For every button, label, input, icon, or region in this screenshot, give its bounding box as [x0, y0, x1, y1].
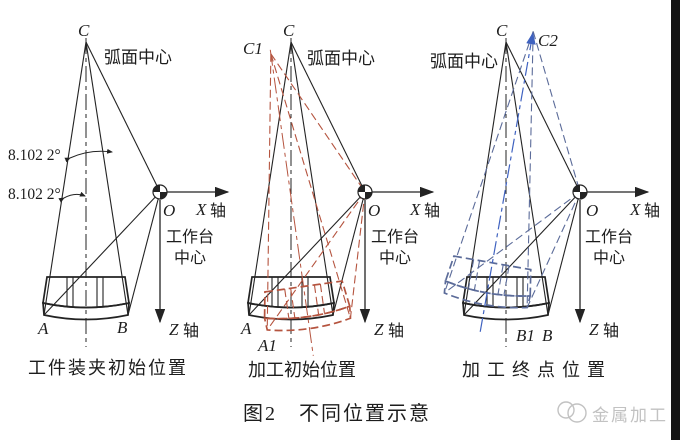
- rotated-structure-red: [227, 42, 384, 356]
- angle-arc-lower: [58, 191, 86, 203]
- apex-label: C: [283, 21, 295, 40]
- x-axis-letter: X: [195, 200, 207, 219]
- angle-label-upper: 8.102 2°: [8, 147, 61, 164]
- arc-center-label: 弧面中心: [104, 48, 172, 67]
- panel-caption: 加工初始位置: [248, 360, 356, 380]
- watermark-text: 金属加工: [592, 406, 668, 425]
- origin-label: O: [163, 201, 175, 220]
- workpiece-structure-solid: [247, 41, 366, 321]
- x-axis-word: 轴: [424, 202, 440, 220]
- centerline-ghost: [269, 49, 314, 356]
- point-b-label: B: [117, 318, 128, 337]
- figure-caption: 图2 不同位置示意: [243, 402, 431, 425]
- watermark: 金属加工: [557, 401, 668, 425]
- panel-clamping-initial: C 弧面中心 8.102 2° 8.102 2° O X 轴 工作台 中心 Z …: [8, 21, 228, 378]
- rotated-structure-blue: [441, 23, 607, 332]
- arc-center-label: 弧面中心: [430, 52, 498, 71]
- centerline-ghost-blue: [479, 32, 536, 332]
- x-axis-word: 轴: [644, 202, 660, 220]
- point-a-label: A: [37, 319, 49, 338]
- angle-label-lower: 8.102 2°: [8, 186, 61, 203]
- table-center-label-2: 中心: [174, 249, 206, 267]
- workpiece-structure-solid: [462, 41, 581, 321]
- z-axis-word: 轴: [603, 322, 619, 340]
- arc-center-label: 弧面中心: [307, 49, 375, 68]
- apex-label: C: [78, 21, 90, 40]
- right-edge-bar: [671, 0, 680, 440]
- panel-caption: 加工终点位置: [462, 360, 612, 380]
- z-axis-letter: Z: [374, 320, 384, 339]
- point-b-rotated-label: B1: [516, 326, 535, 345]
- apex-rotated-label: C1: [243, 39, 263, 58]
- table-center-label-2: 中心: [379, 249, 411, 267]
- apex-label: C: [496, 21, 508, 40]
- z-axis-letter: Z: [169, 320, 179, 339]
- panel-machining-start: C C1 弧面中心 O X 轴 工作台 中心 Z 轴 A A1 加工初始位置: [227, 21, 440, 380]
- z-axis-word: 轴: [183, 322, 199, 340]
- angle-arc-upper: [64, 148, 113, 163]
- table-center-label-1: 工作台: [371, 228, 419, 246]
- table-center-label-1: 工作台: [585, 228, 633, 246]
- panel-machining-end: C C2 弧面中心 O X 轴 工作台 中心 Z 轴 B1 B 加工终点位置: [430, 21, 660, 380]
- point-a-rotated-label: A1: [257, 336, 277, 355]
- x-axis-letter: X: [629, 200, 641, 219]
- origin: [357, 184, 373, 200]
- z-axis-word: 轴: [388, 322, 404, 340]
- z-axis-letter: Z: [589, 320, 599, 339]
- table-center-label-1: 工作台: [166, 228, 214, 246]
- origin: [572, 184, 588, 200]
- apex-rotated-label: C2: [538, 31, 558, 50]
- origin: [152, 184, 168, 200]
- workpiece-structure-solid: [42, 41, 161, 321]
- point-b-label: B: [542, 326, 553, 345]
- x-axis-word: 轴: [210, 202, 226, 220]
- origin-label: O: [368, 201, 380, 220]
- origin-label: O: [586, 201, 598, 220]
- x-axis-letter: X: [409, 200, 421, 219]
- watermark-logo-icon: [567, 403, 587, 423]
- table-center-label-2: 中心: [593, 249, 625, 267]
- panel-caption: 工件装夹初始位置: [28, 358, 188, 378]
- point-a-label: A: [240, 319, 252, 338]
- watermark-logo-icon: [557, 401, 575, 419]
